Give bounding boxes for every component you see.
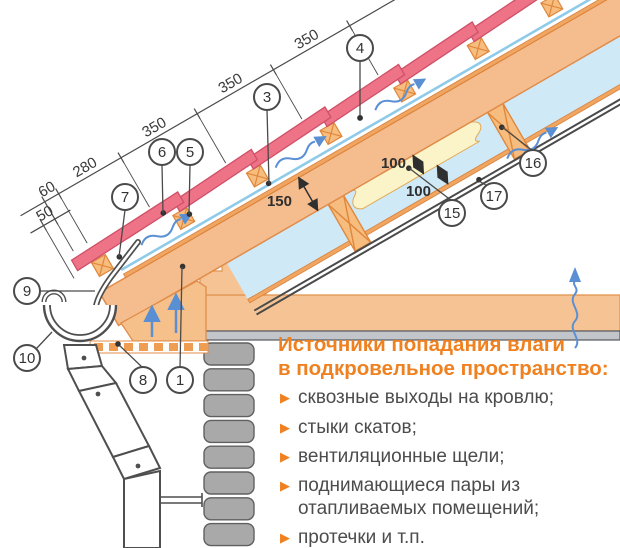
svg-text:6: 6	[158, 144, 166, 161]
list-item-text: протечки и т.п.	[298, 527, 425, 548]
vapour-rise-arrow	[569, 267, 581, 349]
list-item: ▶ сквозные выходы на кровлю;	[278, 387, 620, 409]
callout-8: 8	[129, 366, 157, 394]
downpipe-vertical	[123, 469, 161, 548]
leader-dots-global	[115, 115, 363, 347]
list-item-text: стыки скатов;	[298, 416, 417, 438]
downpipe	[62, 344, 203, 548]
counter-batten-rail	[122, 0, 620, 279]
soffit-perforations	[94, 343, 208, 351]
legend-title-line2: в подкровельное пространство:	[278, 356, 609, 380]
moisture-sources-legend: Источники попадания влаги в подкровельно…	[278, 333, 620, 548]
thickness-dimensions: 150 100 100	[267, 154, 449, 212]
callout-10: 10	[13, 344, 41, 372]
vapour-barrier	[253, 37, 620, 316]
callout-1: 1	[166, 366, 194, 394]
callout-15: 15	[438, 199, 466, 227]
downpipe-elbow-lower	[111, 444, 162, 481]
callout-circles: 1 3 4 5 6 7 8 9 10 15 16 17	[13, 34, 547, 394]
soffit-airflow-arrows	[143, 292, 185, 337]
dim-50: 50	[33, 202, 56, 225]
callout-9: 9	[13, 277, 41, 305]
callout-6: 6	[148, 138, 176, 166]
dim-350-b: 350	[215, 70, 245, 97]
svg-text:3: 3	[263, 89, 271, 106]
downpipe-diagonal	[77, 381, 151, 459]
dim-350-a: 350	[139, 114, 169, 141]
callout-5: 5	[176, 138, 204, 166]
triangle-bullet-icon: ▶	[280, 478, 290, 494]
masonry-wall	[203, 342, 255, 547]
list-item: ▶ стыки скатов;	[278, 417, 620, 439]
gutter	[41, 289, 118, 343]
svg-text:8: 8	[139, 372, 147, 389]
callout-4: 4	[346, 34, 374, 62]
svg-text:15: 15	[444, 205, 461, 222]
dim-350-c: 350	[292, 26, 322, 53]
list-item: ▶ поднимающиеся пары из отапливаемых поме…	[278, 475, 620, 520]
downpipe-rivets	[81, 355, 141, 469]
svg-text:16: 16	[525, 155, 542, 172]
svg-text:9: 9	[23, 283, 31, 300]
dim-150: 150	[267, 193, 292, 210]
downpipe-wall-bracket	[160, 493, 203, 507]
callout-17: 17	[480, 182, 508, 210]
dim-100-b: 100	[406, 183, 431, 200]
legend-title-line1: Источники попадания влаги	[278, 333, 565, 356]
callout-16: 16	[519, 149, 547, 177]
legend-list: ▶ сквозные выходы на кровлю; ▶ стыки скато…	[278, 387, 620, 548]
svg-text:10: 10	[19, 350, 36, 367]
list-item-text: вентиляционные щели;	[298, 445, 505, 467]
callout-3: 3	[253, 83, 281, 111]
dim-280: 280	[70, 154, 100, 181]
svg-text:1: 1	[176, 372, 184, 389]
dim-60: 60	[35, 178, 58, 201]
callout-7: 7	[111, 183, 139, 211]
list-item-text: сквозные выходы на кровлю;	[298, 387, 555, 409]
roof-tiles	[70, 0, 553, 272]
svg-text:4: 4	[356, 40, 364, 57]
svg-text:17: 17	[486, 188, 503, 205]
triangle-bullet-icon: ▶	[280, 390, 290, 406]
triangle-bullet-icon: ▶	[280, 448, 290, 464]
svg-text:7: 7	[121, 189, 129, 206]
triangle-bullet-icon: ▶	[280, 530, 290, 546]
list-item-text: поднимающиеся пары из отапливаемых помещ…	[298, 475, 540, 519]
list-item: ▶ вентиляционные щели;	[278, 446, 620, 468]
waterproof-membrane	[120, 0, 620, 272]
svg-text:5: 5	[186, 144, 194, 161]
list-item: ▶ протечки и т.п.	[278, 527, 620, 548]
dim-100-a: 100	[381, 155, 406, 172]
callout-leaders	[35, 61, 534, 369]
triangle-bullet-icon: ▶	[280, 419, 290, 435]
